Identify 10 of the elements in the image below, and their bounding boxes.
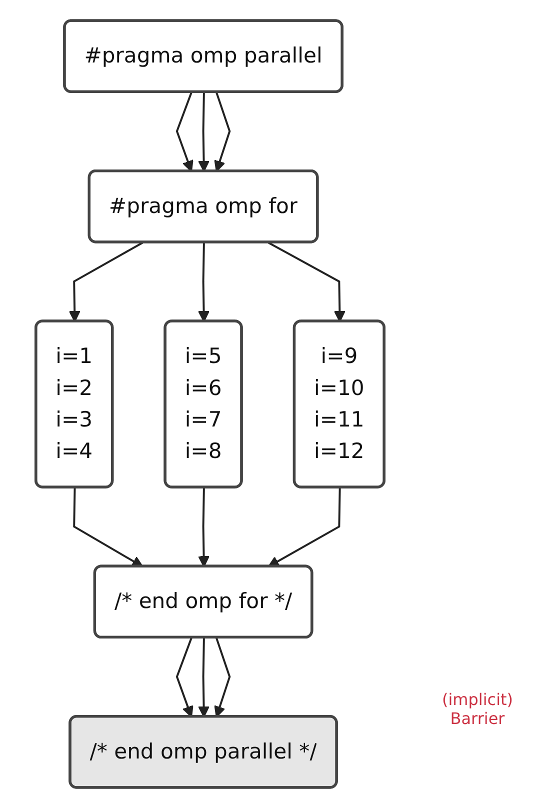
arrow xyxy=(198,488,210,568)
arrow xyxy=(214,92,231,172)
arrow xyxy=(214,638,231,718)
arrow xyxy=(198,638,210,718)
arrow xyxy=(176,638,194,718)
arrow xyxy=(268,488,341,568)
barrier-note: (implicit) Barrier xyxy=(440,690,514,728)
arrow xyxy=(198,92,210,172)
arrow xyxy=(73,488,144,568)
arrow xyxy=(176,92,194,172)
